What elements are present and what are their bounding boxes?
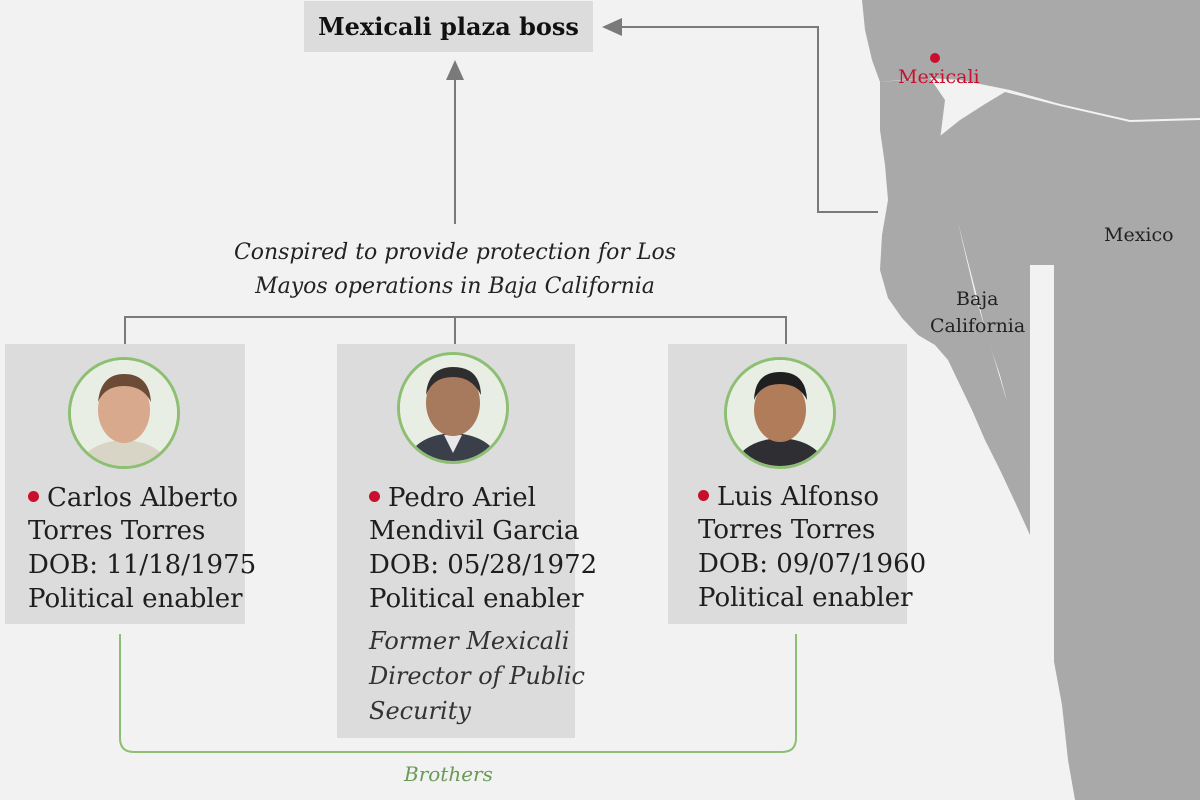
person-3-name-line-2: Torres Torres	[698, 515, 876, 545]
person-1-dob: DOB: 11/18/1975	[28, 550, 257, 580]
avatar-icon	[71, 360, 177, 466]
caption-line-2: Mayos operations in Baja California	[255, 274, 655, 299]
person-1-name-line-2: Torres Torres	[28, 516, 206, 546]
person-2-name-line-2: Mendivil Garcia	[369, 516, 580, 546]
person-2-note-line-3: Security	[369, 697, 471, 725]
mexicali-dot	[930, 53, 940, 63]
brothers-label: Brothers	[404, 762, 493, 786]
person-2-note-line-1: Former Mexicali	[369, 627, 570, 655]
map-label-city: Mexicali	[898, 66, 980, 88]
person-3-name-line-1: Luis Alfonso	[698, 481, 879, 514]
bullet-icon	[28, 490, 39, 502]
bullet-icon	[369, 490, 380, 502]
map-label-region-line1: Baja	[956, 288, 999, 310]
person-photo-1	[68, 357, 180, 469]
map-label-country: Mexico	[1104, 224, 1174, 246]
mexico-mainland	[935, 92, 1200, 800]
person-1-first-name: Carlos Alberto	[47, 483, 239, 513]
avatar-icon	[400, 355, 506, 461]
map-to-boss-connector	[614, 26, 878, 213]
person-1-role: Political enabler	[28, 584, 243, 614]
boss-box: Mexicali plaza boss	[304, 1, 593, 52]
us-land	[862, 0, 1200, 120]
person-3-first-name: Luis Alfonso	[717, 482, 880, 512]
bullet-icon	[698, 489, 709, 501]
baja-peninsula	[880, 78, 1062, 572]
person-2-note-line-2: Director of Public	[369, 662, 585, 690]
person-3-role: Political enabler	[698, 583, 913, 613]
avatar-icon	[727, 360, 833, 466]
person-2-dob: DOB: 05/28/1972	[369, 550, 598, 580]
person-2-note: Former Mexicali Director of Public Secur…	[369, 624, 585, 729]
person-2-role: Political enabler	[369, 584, 584, 614]
map-gap	[1030, 265, 1054, 800]
person-2-name-line-1: Pedro Ariel	[369, 482, 536, 515]
map-arrowhead	[602, 18, 622, 36]
boss-arrowhead	[446, 60, 464, 80]
map-label-region: Baja California	[930, 286, 1025, 340]
caption-line-1: Conspired to provide protection for Los	[233, 240, 677, 265]
brothers-bracket	[119, 634, 797, 753]
person-photo-2	[397, 352, 509, 464]
person-2-first-name: Pedro Ariel	[388, 483, 536, 513]
person-photo-3	[724, 357, 836, 469]
caption: Conspired to provide protection for Los …	[205, 236, 705, 304]
person-3-dob: DOB: 09/07/1960	[698, 549, 927, 579]
map-label-region-line2: California	[930, 315, 1026, 337]
person-1-name-line-1: Carlos Alberto	[28, 482, 238, 515]
